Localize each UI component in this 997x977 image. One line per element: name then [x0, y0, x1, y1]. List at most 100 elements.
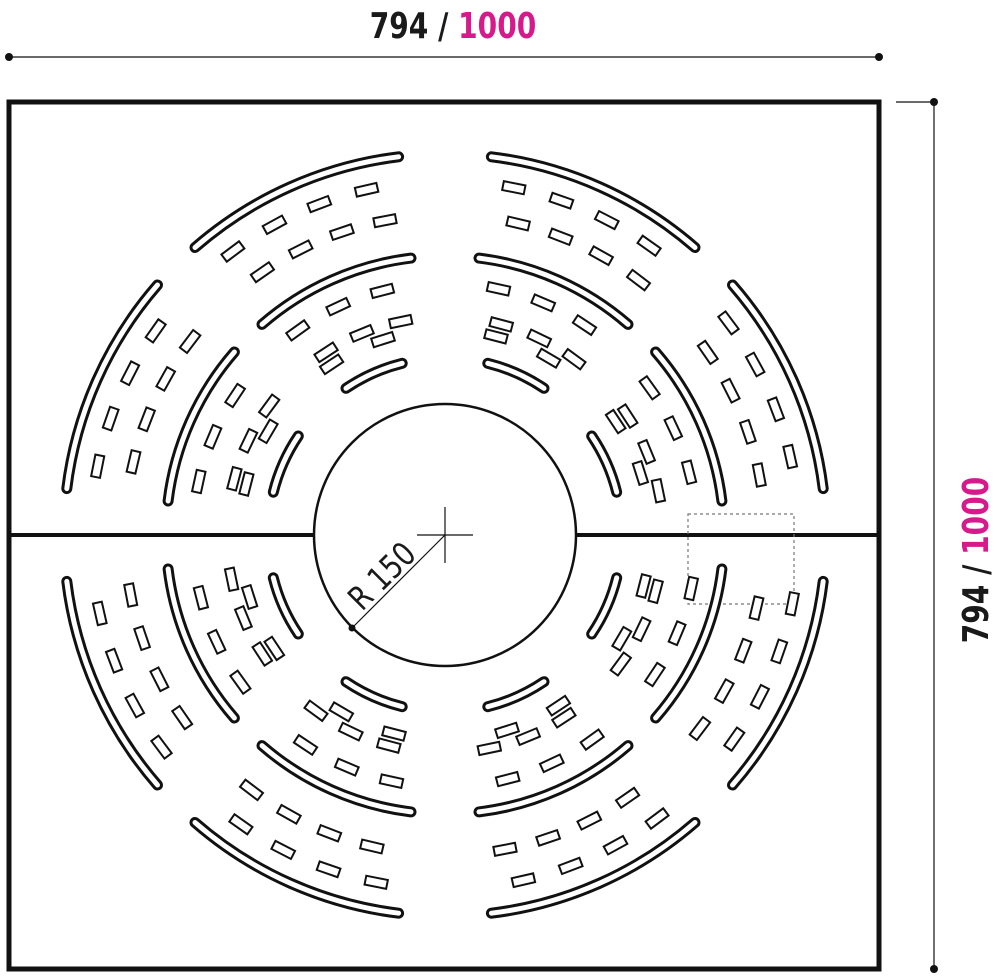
rect-slot — [696, 339, 720, 366]
rect-slot — [119, 360, 141, 387]
rect-slot — [631, 459, 650, 487]
radius-label: R 150 — [341, 535, 424, 618]
rect-slot — [784, 590, 801, 617]
rect-slot — [638, 374, 662, 401]
rect-slot — [170, 704, 194, 731]
rect-slot — [538, 753, 565, 774]
rect-slot — [328, 700, 355, 723]
rect-slot — [485, 280, 512, 297]
rect-slot — [483, 328, 509, 345]
rect-slot — [263, 635, 286, 662]
rect-slot — [587, 245, 615, 267]
curved-slot-fill — [730, 578, 826, 788]
rect-slot — [510, 872, 537, 889]
rect-slot — [530, 293, 557, 313]
rect-slot — [325, 296, 352, 317]
rect-slot — [683, 575, 700, 602]
rect-slot — [358, 838, 385, 855]
rect-slot — [155, 365, 177, 393]
rect-slot — [625, 268, 652, 292]
rect-slot — [716, 309, 741, 336]
rect-slot — [547, 227, 574, 247]
rect-slot — [593, 209, 620, 231]
curved-slot-outline — [61, 279, 163, 495]
width-dimension-label: 794 / 1000 — [370, 5, 537, 47]
curved-slot-fill — [343, 679, 405, 710]
rect-slot — [316, 823, 343, 843]
width-value-separator: / — [428, 5, 458, 47]
rect-slot — [219, 239, 246, 264]
rect-slot — [348, 323, 376, 344]
rect-slot — [178, 328, 202, 355]
rect-slot — [203, 423, 223, 450]
rect-slot — [782, 443, 799, 470]
rect-slot — [227, 812, 254, 836]
curved-slot-fill — [270, 433, 301, 495]
rect-slot — [137, 406, 157, 433]
rect-slot — [738, 418, 757, 446]
rect-slot — [249, 260, 276, 284]
width-dimension-line — [5, 53, 883, 61]
detail-marker-box — [687, 513, 795, 605]
rect-slot — [89, 453, 106, 480]
radius-leader-line — [351, 534, 446, 629]
rect-slot — [369, 330, 397, 349]
rect-slot — [663, 415, 684, 442]
rect-slot — [751, 462, 767, 488]
rect-slot — [610, 625, 633, 652]
center-crosshair — [417, 507, 473, 563]
rect-slot — [609, 651, 633, 677]
rect-slot — [223, 566, 240, 593]
curved-slot-fill — [476, 743, 631, 815]
rect-slot — [240, 583, 259, 611]
center-hole — [312, 402, 578, 668]
rect-slot — [149, 734, 174, 761]
rect-slot — [557, 856, 584, 876]
rect-slot — [571, 313, 598, 337]
height-dimension-line — [896, 98, 938, 973]
rect-slot — [306, 194, 333, 214]
height-dimension-label: 794 / 1000 — [955, 477, 997, 644]
rect-slot — [261, 214, 288, 236]
rect-slot — [149, 666, 170, 693]
rect-slot — [744, 351, 766, 378]
rect-slot — [315, 860, 342, 879]
rect-slot — [488, 315, 515, 333]
rect-slot — [722, 726, 746, 753]
rect-slot — [650, 477, 667, 504]
rect-slot — [190, 468, 207, 495]
rect-slot — [233, 604, 254, 632]
rect-slot — [550, 706, 577, 729]
rect-slot — [225, 465, 243, 492]
curved-slot-fill — [488, 820, 698, 916]
rect-slot — [635, 573, 652, 599]
rect-slot — [238, 471, 255, 497]
rect-slot — [228, 669, 252, 696]
rect-slot — [631, 616, 652, 643]
rect-slot — [688, 715, 712, 742]
rect-slot — [328, 223, 356, 242]
rect-slot — [576, 810, 603, 831]
rect-slot — [616, 403, 639, 430]
curved-slot-fill — [165, 566, 237, 721]
rect-slot — [318, 353, 345, 376]
rect-slot — [381, 725, 407, 742]
rect-slot — [748, 595, 765, 622]
rect-slot — [375, 737, 402, 755]
rect-slot — [602, 834, 629, 856]
curved-slot-fill — [653, 349, 725, 504]
rect-slot — [644, 806, 671, 831]
rect-slot — [363, 874, 390, 891]
radius-leader-dot — [348, 624, 356, 632]
rect-slot — [492, 841, 518, 857]
curved-slot-fill — [192, 154, 402, 250]
rect-slot — [476, 740, 503, 757]
rect-slot — [270, 839, 297, 861]
rect-slot — [387, 313, 414, 330]
rect-slot — [303, 699, 329, 723]
curved-slot-fill — [589, 575, 620, 637]
curved-slot-outline — [485, 817, 701, 919]
rect-slot — [206, 628, 227, 655]
width-value-main: 794 — [370, 5, 429, 47]
curved-slot-fill — [343, 360, 405, 391]
